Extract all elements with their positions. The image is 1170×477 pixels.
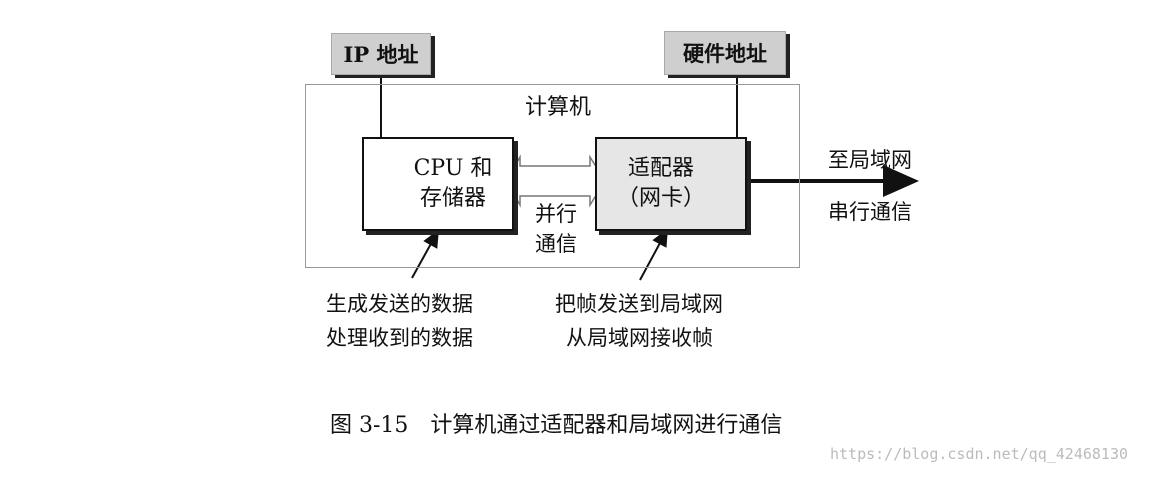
cpu-label-line1: CPU 和 — [413, 156, 493, 181]
hardware-address-tag: 硬件地址 — [664, 31, 786, 75]
watermark: https://blog.csdn.net/qq_42468130 — [830, 445, 1129, 463]
cpu-memory-box: CPU 和 存储器 — [362, 137, 514, 231]
adapter-note-line1: 把帧发送到局域网 — [555, 292, 723, 316]
ip-address-label: IP 地址 — [343, 42, 419, 67]
parallel-label-line1: 并行 — [535, 202, 577, 226]
cpu-note-line2: 处理收到的数据 — [326, 326, 473, 350]
parallel-label-line2: 通信 — [535, 232, 577, 256]
adapter-note-pointer — [639, 228, 668, 281]
serial-label: 串行通信 — [828, 200, 912, 224]
cpu-label-line2: 存储器 — [419, 186, 486, 211]
adapter-box: 适配器 （网卡） — [595, 137, 747, 231]
adapter-label-line1: 适配器 — [627, 156, 694, 181]
computer-frame — [305, 84, 800, 268]
to-lan-label: 至局域网 — [828, 148, 912, 172]
figure-caption: 图 3-15 计算机通过适配器和局域网进行通信 — [330, 413, 783, 438]
adapter-label-line2: （网卡） — [616, 186, 705, 211]
ip-address-tag: IP 地址 — [331, 33, 431, 75]
computer-label: 计算机 — [525, 95, 592, 120]
hardware-address-label: 硬件地址 — [683, 41, 767, 66]
cpu-note-pointer — [411, 229, 439, 279]
adapter-note-line2: 从局域网接收帧 — [566, 326, 713, 350]
cpu-note-line1: 生成发送的数据 — [326, 292, 473, 316]
